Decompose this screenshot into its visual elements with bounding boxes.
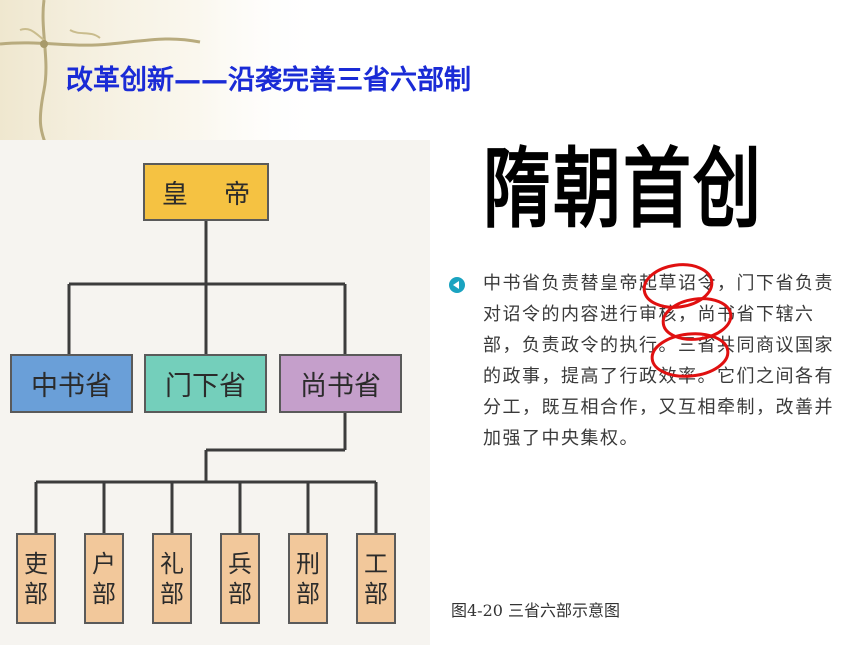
ministry-box-xing-justice: 刑 部: [288, 533, 328, 624]
ministry-box-hu-revenue: 户 部: [84, 533, 124, 624]
bullet-arrow-icon: [449, 277, 465, 293]
corner-vine-decoration: [0, 0, 330, 145]
slide-title: 改革创新——沿袭完善三省六部制: [66, 65, 471, 96]
ministry-char: 部: [160, 579, 184, 608]
zhongshu-sheng-box: 中书省: [10, 354, 133, 413]
ministry-char: 刑: [296, 549, 320, 578]
ministry-char: 部: [92, 579, 116, 608]
shangshu-sheng-box: 尚书省: [279, 354, 402, 413]
menxia-sheng-box: 门下省: [144, 354, 267, 413]
ministry-char: 户: [92, 549, 116, 578]
big-heading: 隋朝首创: [483, 139, 764, 241]
ministry-char: 吏: [24, 549, 48, 578]
ministry-char: 兵: [228, 549, 252, 578]
ministry-box-li-personnel: 吏 部: [16, 533, 56, 624]
ministry-char: 部: [296, 579, 320, 608]
ministry-char: 部: [364, 579, 388, 608]
ministry-box-gong-works: 工 部: [356, 533, 396, 624]
ministry-char: 工: [364, 549, 388, 578]
emperor-box: 皇 帝: [143, 163, 269, 221]
ministry-char: 部: [24, 579, 48, 608]
description-text: 中书省负责替皇帝起草诏令，门下省负责对诏令的内容进行审核，尚书省下辖六部，负责政…: [483, 273, 834, 449]
figure-caption: 图4-20 三省六部示意图: [451, 601, 621, 620]
ministry-box-li-rites: 礼 部: [152, 533, 192, 624]
ministry-box-bing-war: 兵 部: [220, 533, 260, 624]
ministry-char: 礼: [160, 549, 184, 578]
ministry-char: 部: [228, 579, 252, 608]
